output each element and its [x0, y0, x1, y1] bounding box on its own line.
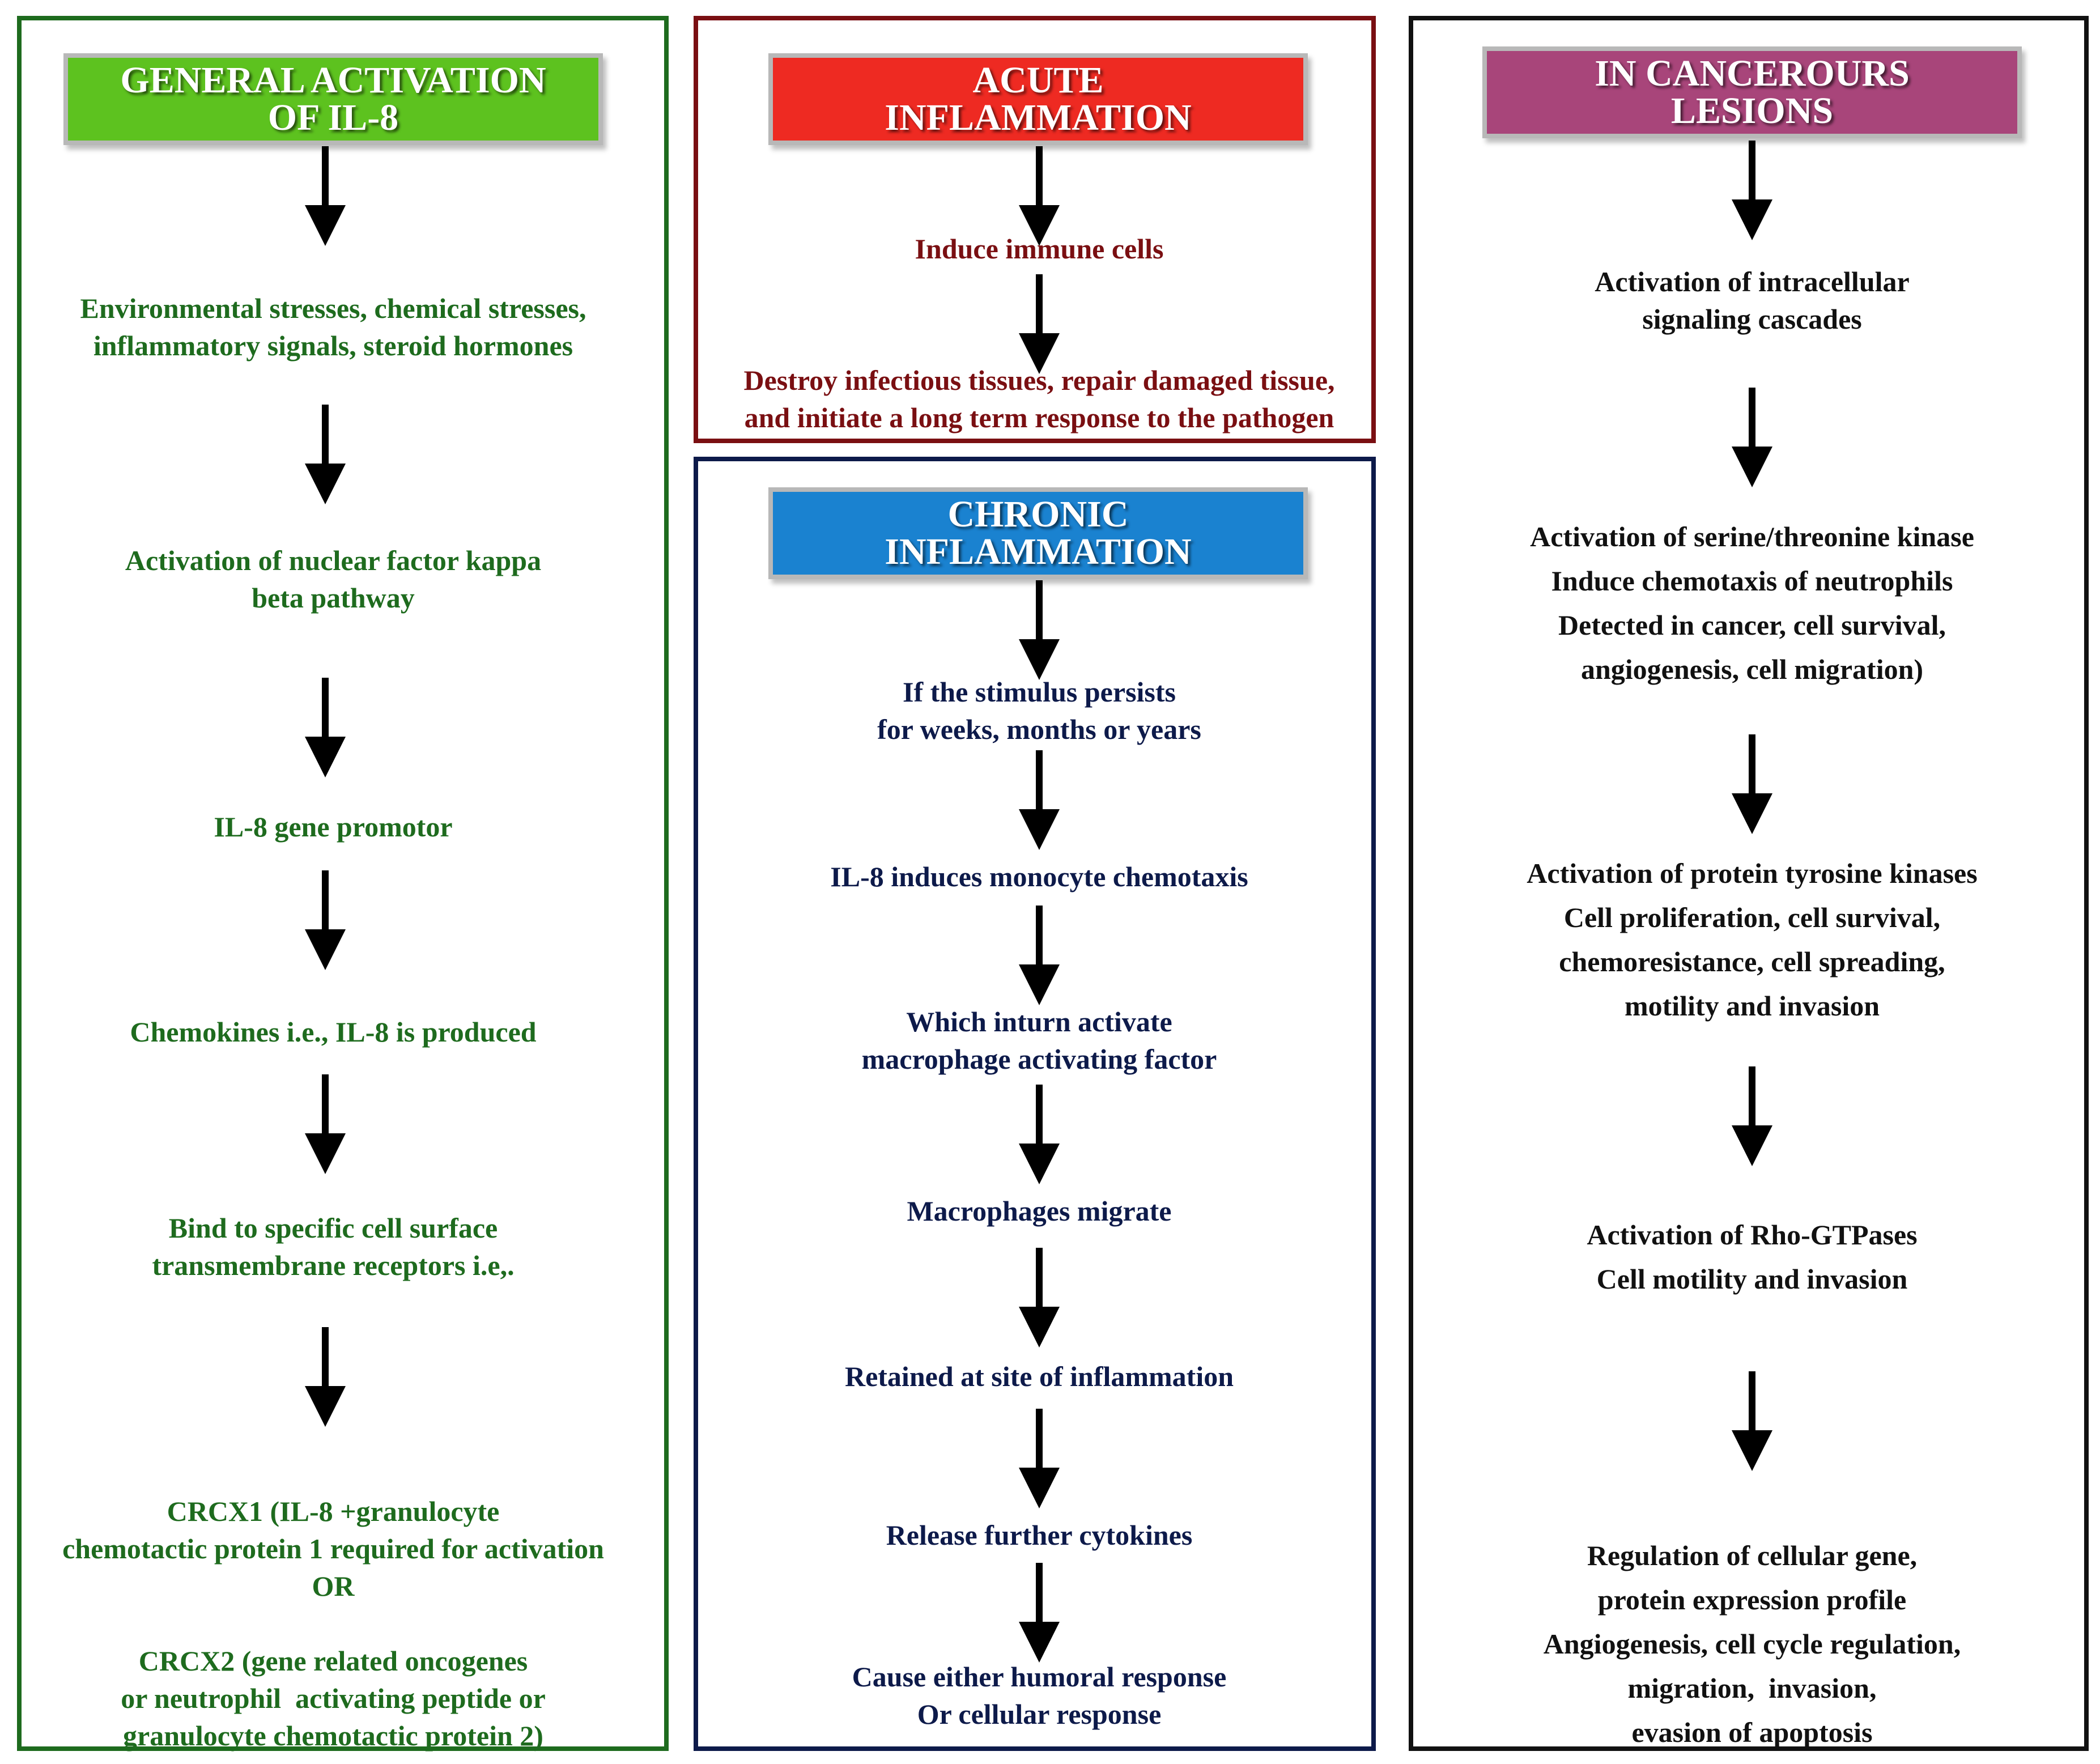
arrow-down-icon	[1019, 1409, 1060, 1511]
chronic-inflammation-header: CHRONIC INFLAMMATION	[768, 487, 1308, 579]
chronic-step-6: Release further cytokines	[886, 1519, 1193, 1551]
general-step-7-crcx2: CRCX2 (gene related oncogenes or neutrop…	[121, 1645, 546, 1752]
chronic-inflammation-panel: CHRONIC INFLAMMATION If the stimulus per…	[694, 457, 1376, 1751]
acute-step-1: Induce immune cells	[915, 233, 1164, 265]
chronic-step-4: Macrophages migrate	[907, 1195, 1172, 1227]
arrow-down-icon	[1732, 1371, 1772, 1473]
chronic-step-2: IL-8 induces monocyte chemotaxis	[830, 861, 1248, 892]
chronic-step-3: Which inturn activate macrophage activat…	[861, 1006, 1217, 1075]
arrow-down-icon	[305, 1074, 346, 1176]
general-activation-header: GENERAL ACTIVATION OF IL-8	[63, 53, 603, 145]
general-step-1: Environmental stresses, chemical stresse…	[80, 292, 586, 362]
acute-step-2: Destroy infectious tissues, repair damag…	[743, 364, 1335, 433]
chronic-step-1: If the stimulus persists for weeks, mont…	[877, 676, 1201, 745]
cancer-step-4: Activation of Rho-GTPases Cell motility …	[1587, 1219, 1918, 1295]
general-step-6-crcx1: CRCX1 (IL-8 +granulocyte chemotactic pro…	[62, 1495, 604, 1602]
general-activation-panel: GENERAL ACTIVATION OF IL-8 Environmental…	[17, 16, 669, 1752]
arrow-down-icon	[305, 146, 346, 248]
arrow-down-icon	[1732, 388, 1772, 490]
cancer-step-2: Activation of serine/threonine kinase In…	[1530, 521, 1974, 685]
arrow-down-icon	[305, 678, 346, 780]
arrow-down-icon	[1732, 1066, 1772, 1168]
general-step-2: Activation of nuclear factor kappa beta …	[125, 545, 542, 614]
arrow-down-icon	[1019, 1085, 1060, 1187]
cancer-step-5: Regulation of cellular gene, protein exp…	[1543, 1540, 1961, 1748]
acute-inflammation-header: ACUTE INFLAMMATION	[768, 53, 1308, 145]
general-step-3: IL-8 gene promotor	[214, 811, 453, 843]
arrow-down-icon	[1019, 580, 1060, 682]
chronic-step-5: Retained at site of inflammation	[844, 1361, 1234, 1392]
arrow-down-icon	[305, 870, 346, 972]
arrow-down-icon	[305, 1327, 346, 1429]
arrow-down-icon	[1019, 906, 1060, 1008]
arrow-down-icon	[1019, 1248, 1060, 1350]
arrow-down-icon	[1019, 274, 1060, 376]
cancer-step-1: Activation of intracellular signaling ca…	[1595, 266, 1910, 335]
cancerous-lesions-panel: IN CANCEROURS LESIONS Activation of intr…	[1409, 16, 2089, 1751]
chronic-step-7: Cause either humoral response Or cellula…	[852, 1661, 1227, 1730]
arrow-down-icon	[305, 405, 346, 507]
arrow-down-icon	[1732, 141, 1772, 243]
general-step-5: Bind to specific cell surface transmembr…	[152, 1212, 515, 1281]
cancerous-lesions-header: IN CANCEROURS LESIONS	[1482, 46, 2022, 138]
arrow-down-icon	[1019, 750, 1060, 852]
general-step-4: Chemokines i.e., IL-8 is produced	[130, 1016, 537, 1048]
arrow-down-icon	[1019, 146, 1060, 248]
arrow-down-icon	[1019, 1563, 1060, 1665]
arrow-down-icon	[1732, 734, 1772, 836]
acute-inflammation-panel: ACUTE INFLAMMATION Induce immune cells D…	[694, 16, 1376, 443]
cancer-step-3: Activation of protein tyrosine kinases C…	[1527, 857, 1978, 1022]
